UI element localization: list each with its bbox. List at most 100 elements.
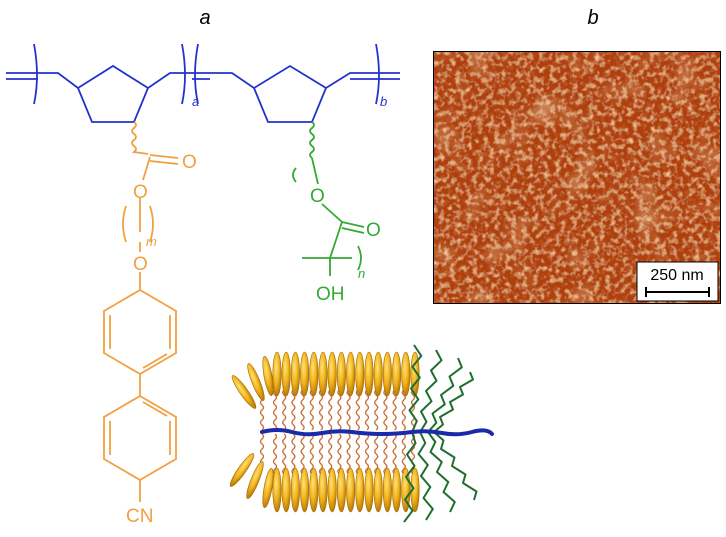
mesogen-ellipsoid [318, 351, 328, 397]
mesogen-ellipsoid [364, 467, 374, 513]
pla-chain [417, 431, 434, 521]
spacer-chain [318, 433, 324, 475]
spacer-chain [346, 389, 351, 431]
mesogen-ellipsoid [382, 467, 392, 513]
cartoon-pla-chains [403, 344, 478, 523]
pla-repeat-subscript: n [358, 266, 365, 281]
spacer-chain [272, 389, 278, 431]
mesogen-ellipsoid [309, 351, 319, 397]
spacer-chain [300, 433, 305, 475]
spacer-chain [259, 399, 265, 431]
pla-chain [403, 431, 417, 523]
pla-chain [408, 344, 423, 433]
spacer-chain [392, 389, 397, 431]
mesogen-ester-oxygen: O [133, 182, 148, 203]
spacer-chain [309, 433, 314, 475]
pla-chain [419, 349, 443, 433]
mesogen-ellipsoid [346, 467, 356, 513]
spacer-chain [355, 389, 360, 431]
pla-chain [427, 357, 463, 433]
mesogen-ellipsoid [355, 467, 365, 513]
chemical-structure: a b [6, 43, 400, 527]
mesogen-ellipsoid [246, 461, 264, 499]
mesogen-ellipsoid [318, 467, 328, 513]
block-a-subscript: a [192, 94, 199, 109]
spacer-chain [364, 389, 370, 431]
mesogen-carbonyl-oxygen: O [182, 152, 197, 173]
spacer-chain [282, 433, 287, 475]
cartoon-mesogens [229, 351, 420, 513]
spacer-chain [410, 389, 416, 431]
cyano-group: CN [126, 506, 153, 527]
spacer-chain [355, 433, 360, 475]
mesogen-ether-oxygen: O [133, 254, 148, 275]
mesogen-ellipsoid [382, 351, 392, 397]
mesogen-ellipsoid [300, 467, 310, 513]
mesogen-ellipsoid [410, 467, 420, 513]
mesogen-ellipsoid [392, 467, 402, 513]
spacer-chain [309, 389, 314, 431]
panel-label-b: b [587, 7, 598, 29]
scale-bar: 250 nm [636, 261, 719, 302]
mesogen-side-chain [103, 121, 179, 502]
mesogen-ellipsoid [327, 351, 337, 397]
mesogen-ellipsoid [373, 467, 383, 513]
mesogen-ellipsoid [272, 467, 282, 513]
mesogen-ellipsoid [336, 351, 346, 397]
pla-chain [427, 431, 456, 513]
mesogen-ellipsoid [336, 467, 346, 513]
mesogen-ellipsoid [262, 467, 274, 509]
mesogen-ellipsoid [290, 467, 300, 513]
mesogen-ellipsoid [346, 351, 356, 397]
spacer-chain [328, 433, 333, 475]
panel-label-a: a [199, 7, 210, 29]
mesogen-ellipsoid [364, 351, 374, 397]
pla-carbonyl-oxygen: O [366, 220, 381, 241]
cartoon-spacer-chains [259, 389, 416, 475]
cartoon-backbone [260, 428, 494, 437]
spacer-chain [291, 433, 296, 475]
mesogen-ellipsoid [229, 453, 255, 487]
mesogen-ellipsoid [401, 351, 411, 397]
spacer-chain [383, 433, 388, 475]
spacer-chain [364, 433, 370, 475]
spacer-chain [328, 389, 333, 431]
pla-ester-oxygen: O [310, 186, 325, 207]
spacer-chain [291, 389, 296, 431]
spacer-chain [282, 389, 287, 431]
spacer-chain [374, 389, 379, 431]
mesogen-ellipsoid [272, 351, 282, 397]
pla-chain [433, 371, 474, 433]
mesogen-ellipsoid [262, 355, 274, 397]
scale-bar-label: 250 nm [650, 267, 703, 284]
mesogen-ellipsoid [355, 351, 365, 397]
polymer-backbone [6, 43, 400, 123]
bottlebrush-cartoon [229, 344, 494, 523]
block-b-subscript: b [380, 94, 387, 109]
mesogen-ellipsoid [231, 375, 257, 409]
spacer-chain [259, 433, 265, 465]
pla-side-chain [292, 121, 365, 276]
spacer-chain [300, 389, 305, 431]
mesogen-ellipsoid [300, 351, 310, 397]
spacer-chain [392, 433, 397, 475]
pla-chain [433, 431, 478, 501]
mesogen-ellipsoid [290, 351, 300, 397]
spacer-chain [272, 433, 278, 475]
mesogen-ellipsoid [392, 351, 402, 397]
afm-micrograph: 250 nm [433, 51, 721, 304]
spacer-chain [337, 433, 342, 475]
spacer-chain [383, 389, 388, 431]
spacer-chain [401, 433, 406, 475]
mesogen-ellipsoid [309, 467, 319, 513]
mesogen-ellipsoid [281, 467, 291, 513]
spacer-chain [401, 389, 406, 431]
mesogen-ellipsoid [327, 467, 337, 513]
mesogen-ellipsoid [281, 351, 291, 397]
spacer-chain [318, 389, 324, 431]
mesogen-ellipsoid [247, 363, 265, 401]
spacer-chain [346, 433, 351, 475]
spacer-chain [374, 433, 379, 475]
spacer-chain [337, 389, 342, 431]
